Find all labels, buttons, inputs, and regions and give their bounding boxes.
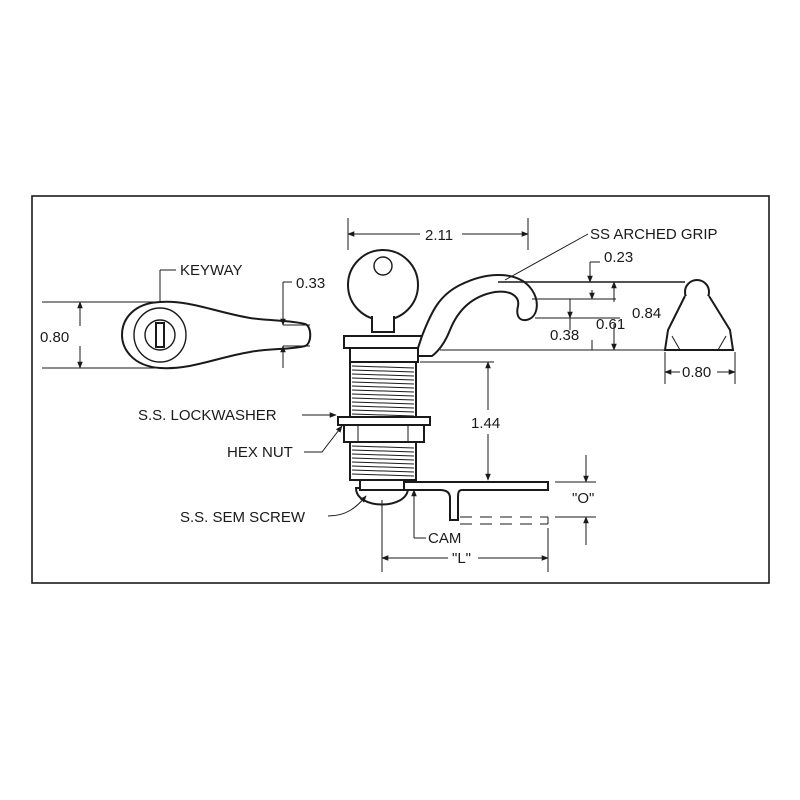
front-view-handle	[120, 300, 312, 370]
thread-line	[351, 393, 415, 397]
cam-label: CAM	[428, 530, 461, 547]
thread-line	[351, 457, 415, 461]
thread-line	[351, 473, 415, 477]
dim-grip-mid: 0.61	[596, 316, 625, 333]
dim-grip-low: 0.38	[550, 327, 579, 344]
thread-line	[351, 369, 415, 373]
arched-grip-label: SS ARCHED GRIP	[590, 226, 718, 243]
thread-line	[351, 373, 415, 377]
thread-line	[351, 413, 415, 417]
dim-tip: 0.33	[296, 275, 325, 292]
keyway-label: KEYWAY	[180, 262, 243, 279]
lockwasher	[337, 416, 431, 426]
cam	[403, 481, 549, 521]
arched-grip	[417, 274, 538, 357]
dim-grip-top: 0.23	[604, 249, 633, 266]
keyway-icon	[144, 319, 176, 351]
dim-grip-width: 0.80	[682, 364, 711, 381]
dim-body-length: 1.44	[471, 415, 500, 432]
hex-nut	[343, 424, 425, 443]
thread-line	[351, 401, 415, 405]
thread-line	[351, 365, 415, 369]
thread-line	[351, 385, 415, 389]
thread-line	[351, 389, 415, 393]
dim-front-height: 0.80	[40, 329, 69, 346]
thread-line	[351, 405, 415, 409]
key	[347, 249, 419, 333]
thread-line	[351, 469, 415, 473]
thread-line	[351, 461, 415, 465]
hex-nut-label: HEX NUT	[227, 444, 293, 461]
dim-offset: "O"	[572, 490, 594, 507]
thread-line	[351, 381, 415, 385]
lockwasher-label: S.S. LOCKWASHER	[138, 407, 277, 424]
thread-line	[351, 449, 415, 453]
thread-line	[351, 453, 415, 457]
thread-line	[351, 409, 415, 413]
dim-cam-length: "L"	[452, 550, 471, 567]
thread-line	[351, 397, 415, 401]
drawing-frame	[31, 195, 770, 584]
thread-line	[351, 445, 415, 449]
sem-screw-label: S.S. SEM SCREW	[180, 509, 306, 526]
thread-line	[351, 465, 415, 469]
dim-overall-length: 2.11	[425, 227, 453, 244]
thread-line	[351, 377, 415, 381]
grip-end-view	[663, 279, 735, 351]
dim-grip-height: 0.84	[632, 305, 661, 322]
